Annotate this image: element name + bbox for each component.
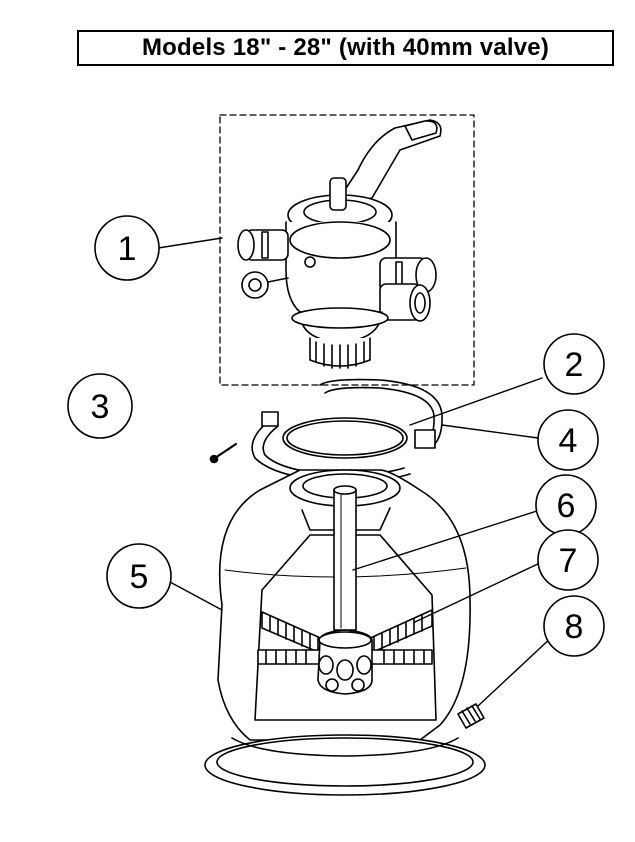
- part-screw: [209, 442, 238, 464]
- part-laterals: [257, 609, 433, 695]
- callout-label-3: 3: [91, 388, 110, 426]
- title-box: Models 18" - 28" (with 40mm valve): [77, 30, 614, 66]
- leader-8: [477, 635, 554, 707]
- leader-4: [441, 424, 539, 439]
- callout-label-8: 8: [565, 608, 584, 646]
- valve-dashed-box: [219, 114, 475, 386]
- leader-2: [409, 377, 543, 426]
- leader-5: [169, 581, 223, 611]
- part-multiport-valve: [219, 114, 475, 386]
- callout-7: 7: [537, 529, 599, 591]
- callout-5: 5: [106, 543, 172, 609]
- callout-label-7: 7: [559, 542, 578, 580]
- callout-label-4: 4: [559, 422, 578, 460]
- callout-1: 1: [94, 215, 160, 281]
- callout-6: 6: [535, 474, 597, 536]
- callout-label-6: 6: [557, 487, 576, 525]
- leader-lines: [157, 237, 554, 707]
- part-standpipe: [333, 485, 357, 631]
- callout-label-2: 2: [565, 346, 584, 384]
- part-drain-plug: [457, 703, 485, 729]
- callout-label-5: 5: [130, 558, 149, 596]
- leader-7: [414, 561, 543, 623]
- callout-4: 4: [537, 409, 599, 471]
- callout-3: 3: [67, 373, 133, 439]
- part-o-ring: [282, 417, 408, 459]
- callout-8: 8: [543, 595, 605, 657]
- leader-1: [157, 237, 223, 249]
- callout-2: 2: [543, 333, 605, 395]
- diagram-title: Models 18" - 28" (with 40mm valve): [141, 34, 550, 61]
- leader-6: [352, 509, 541, 571]
- callout-label-1: 1: [118, 230, 137, 268]
